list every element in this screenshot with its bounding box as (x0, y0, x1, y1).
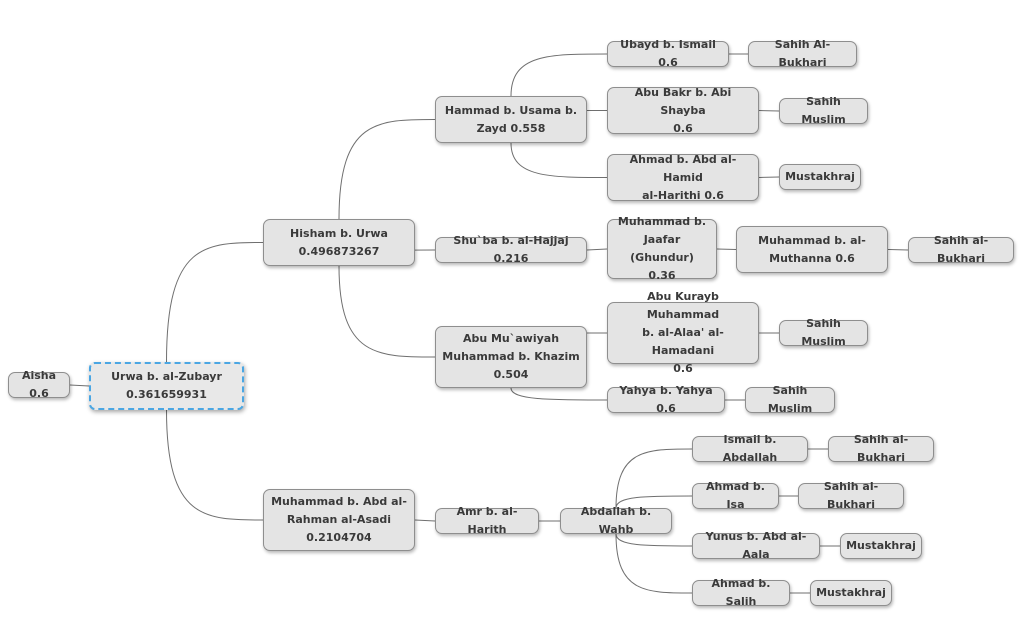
node-hammad[interactable]: Hammad b. Usama b.Zayd 0.558 (435, 96, 587, 143)
connector-abdallah-yunus (615, 533, 693, 547)
connector-abdallah-ahmadsalih (615, 533, 693, 594)
node-sahih-bukhari-2[interactable]: Sahih al-Bukhari (908, 234, 1014, 265)
connector-hammad-ubayd (510, 53, 608, 97)
connector-hammad-ahmadhamid (510, 142, 608, 178)
connector-hisham-abumuawiyah (338, 265, 436, 358)
node-abdallah-wahb[interactable]: Abdallah b. Wahb (560, 505, 672, 536)
connector-urwa-masadi (166, 409, 264, 521)
node-sahih-muslim-2[interactable]: Sahih Muslim (779, 317, 868, 348)
node-ismail[interactable]: Ismail b. Abdallah (692, 433, 808, 464)
node-sahih-bukhari-4[interactable]: Sahih al-Bukhari (798, 480, 904, 511)
connector-urwa-hisham (166, 242, 264, 363)
node-mustakhraj-2[interactable]: Mustakhraj (840, 533, 922, 559)
node-muhammad-muthanna[interactable]: Muhammad b. al-Muthanna 0.6 (736, 226, 888, 273)
node-ahmad-salih[interactable]: Ahmad b. Salih (692, 577, 790, 608)
connector-abdallah-ahmadisa (615, 495, 693, 509)
connector-ahmadhamid-mustakhraj1 (758, 176, 780, 178)
connector-shuba-mjaafar (586, 248, 608, 251)
connector-abumuawiyah-yahya (510, 387, 608, 401)
node-mustakhraj-1[interactable]: Mustakhraj (779, 164, 861, 190)
node-ubayd[interactable]: Ubayd b. Ismail 0.6 (607, 38, 729, 69)
node-muhammad-jaafar[interactable]: Muhammad b.Jaafar (Ghundur)0.36 (607, 215, 717, 282)
connector-mmuthanna-bukhari2 (887, 249, 909, 251)
connector-masadi-amr (414, 519, 436, 522)
node-sahih-muslim-3[interactable]: Sahih Muslim (745, 384, 835, 415)
node-shuba[interactable]: Shu`ba b. al-Hajjaj 0.216 (435, 234, 587, 265)
node-ahmad-isa[interactable]: Ahmad b. Isa (692, 480, 779, 511)
connector-mjaafar-mmuthanna (716, 248, 737, 250)
node-sahih-muslim-1[interactable]: Sahih Muslim (779, 95, 868, 126)
node-yahya[interactable]: Yahya b. Yahya 0.6 (607, 384, 725, 415)
node-mustakhraj-3[interactable]: Mustakhraj (810, 580, 892, 606)
node-amr[interactable]: Amr b. al-Harith (435, 505, 539, 536)
node-yunus[interactable]: Yunus b. Abd al-Aala (692, 530, 820, 561)
node-aisha[interactable]: Aisha 0.6 (8, 369, 70, 400)
connector-abdallah-ismail (615, 448, 693, 509)
connector-abubakr-muslim1 (758, 110, 780, 112)
node-sahih-bukhari-3[interactable]: Sahih al-Bukhari (828, 433, 934, 464)
node-sahih-bukhari-1[interactable]: Sahih Al-Bukhari (748, 38, 857, 69)
connector-aisha-urwa (69, 384, 90, 387)
connector-hisham-hammad (338, 119, 436, 220)
